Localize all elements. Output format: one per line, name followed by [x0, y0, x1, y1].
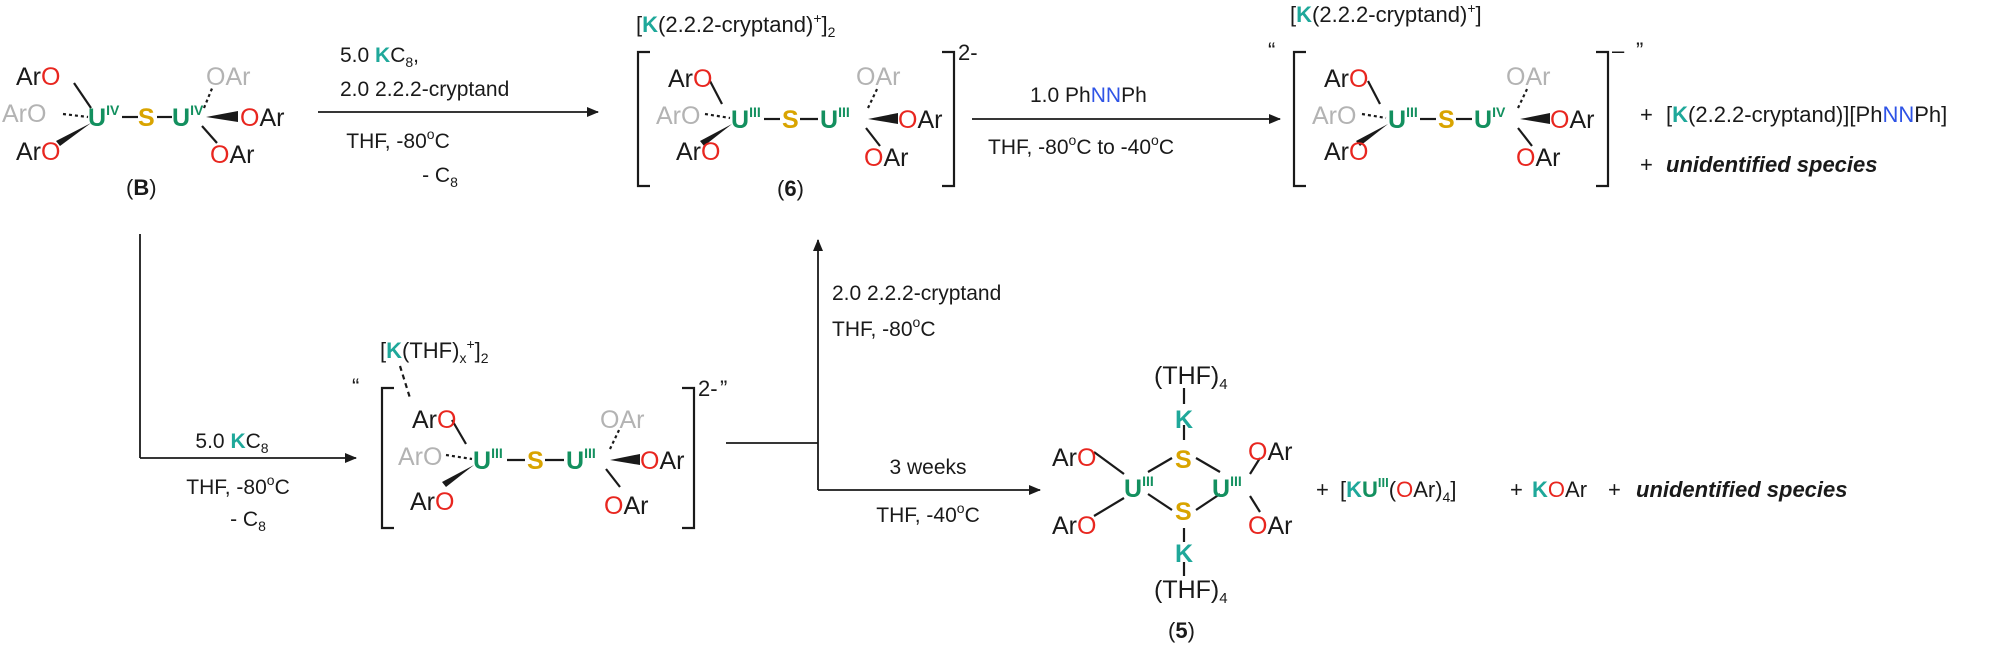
svg-text:(THF)4: (THF)4 — [1154, 362, 1228, 393]
svg-text:unidentified species: unidentified species — [1666, 152, 1878, 177]
svg-text:K: K — [1175, 406, 1193, 434]
svg-text:2.0 2.2.2-cryptand: 2.0 2.2.2-cryptand — [340, 78, 509, 101]
svg-text:5.0 KC8: 5.0 KC8 — [195, 430, 268, 456]
svg-text:[K(2.2.2-cryptand)+]: [K(2.2.2-cryptand)+] — [1290, 0, 1482, 27]
compound-6: [K(2.2.2-cryptand)+]2 2- ArO ArO ArO UII… — [636, 10, 978, 201]
svg-text:”: ” — [1636, 38, 1643, 63]
compound-intermediate: [K(THF)x+]2 “ 2- ” ArO ArO ArO UIII S UI… — [352, 336, 727, 530]
svg-text:OAr: OAr — [240, 104, 284, 132]
svg-text:ArO: ArO — [676, 138, 720, 166]
svg-text:[KUIII(OAr)4]: [KUIII(OAr)4] — [1340, 475, 1456, 505]
svg-text:KOAr: KOAr — [1532, 477, 1587, 502]
svg-text:OAr: OAr — [856, 63, 900, 91]
svg-text:[K(THF)x+]2: [K(THF)x+]2 — [380, 336, 489, 366]
svg-text:“: “ — [1268, 38, 1275, 63]
svg-text:THF, -40oC: THF, -40oC — [876, 500, 979, 527]
svg-text:3 weeks: 3 weeks — [889, 456, 966, 479]
svg-text:+: + — [1640, 102, 1653, 127]
svg-text:ArO: ArO — [1312, 102, 1356, 130]
svg-text:S: S — [1175, 498, 1192, 526]
svg-text:S: S — [782, 106, 799, 134]
top-byproducts: + [K(2.2.2-cryptand)][PhNNPh] + unidenti… — [1640, 102, 1947, 177]
svg-text:UIII: UIII — [731, 104, 761, 134]
compound-B: ArO ArO ArO UIV S UIV OAr OAr OAr (B) — [2, 63, 284, 200]
svg-text:2-: 2- — [698, 376, 718, 401]
svg-text:ArO: ArO — [410, 488, 454, 516]
svg-text:”: ” — [720, 376, 727, 401]
svg-text:[K(2.2.2-cryptand)+]2: [K(2.2.2-cryptand)+]2 — [636, 10, 836, 40]
svg-text:ArO: ArO — [1324, 138, 1368, 166]
svg-text:+: + — [1608, 477, 1621, 502]
svg-text:S: S — [138, 104, 155, 132]
svg-text:ArO: ArO — [2, 100, 46, 128]
svg-text:OAr: OAr — [898, 106, 942, 134]
svg-text:ArO: ArO — [1052, 444, 1096, 472]
svg-text:UIV: UIV — [172, 102, 204, 132]
svg-text:OAr: OAr — [1550, 106, 1594, 134]
svg-text:UIII: UIII — [1212, 473, 1242, 503]
svg-text:THF, -80oC to -40oC: THF, -80oC to -40oC — [988, 132, 1174, 159]
svg-text:UIV: UIV — [88, 102, 120, 132]
svg-text:+: + — [1316, 477, 1329, 502]
svg-text:OAr: OAr — [864, 144, 908, 172]
svg-text:“: “ — [352, 374, 359, 399]
svg-text:THF, -80oC: THF, -80oC — [186, 472, 289, 499]
svg-text:[K(2.2.2-cryptand)][PhNNPh]: [K(2.2.2-cryptand)][PhNNPh] — [1666, 102, 1947, 127]
svg-text:UIV: UIV — [1474, 104, 1506, 134]
svg-text:ArO: ArO — [668, 65, 712, 93]
svg-text:unidentified species: unidentified species — [1636, 477, 1848, 502]
svg-text:ArO: ArO — [398, 443, 442, 471]
svg-text:ArO: ArO — [1324, 65, 1368, 93]
svg-text:UIII: UIII — [566, 445, 596, 475]
svg-text:- C8: - C8 — [230, 508, 266, 534]
svg-text:ArO: ArO — [16, 63, 60, 91]
svg-text:1.0 PhNNPh: 1.0 PhNNPh — [1030, 84, 1147, 107]
svg-text:OAr: OAr — [210, 141, 254, 169]
compound-5: (THF)4 K S ArO ArO UIII UIII OAr OAr S K… — [1052, 362, 1292, 643]
svg-text:OAr: OAr — [640, 447, 684, 475]
conditions-step1: 5.0 KC8, 2.0 2.2.2-cryptand THF, -80oC -… — [340, 44, 509, 190]
svg-text:S: S — [1175, 446, 1192, 474]
svg-text:- C8: - C8 — [422, 164, 458, 190]
compound-mixed-valence: [K(2.2.2-cryptand)+] “ – ” ArO ArO ArO U… — [1268, 0, 1643, 188]
svg-text:THF, -80oC: THF, -80oC — [832, 314, 935, 341]
svg-text:2-: 2- — [958, 40, 978, 65]
svg-text:OAr: OAr — [1506, 63, 1550, 91]
svg-text:S: S — [527, 447, 544, 475]
svg-text:K: K — [1175, 540, 1193, 568]
svg-text:OAr: OAr — [206, 63, 250, 91]
svg-text:+: + — [1640, 152, 1653, 177]
svg-text:(6): (6) — [777, 176, 804, 201]
svg-text:–: – — [1612, 38, 1625, 63]
svg-text:UIII: UIII — [1388, 104, 1418, 134]
svg-text:OAr: OAr — [604, 492, 648, 520]
conditions-step3: 5.0 KC8 THF, -80oC - C8 — [186, 430, 289, 534]
svg-text:OAr: OAr — [600, 406, 644, 434]
svg-text:UIII: UIII — [820, 104, 850, 134]
svg-text:OAr: OAr — [1248, 512, 1292, 540]
svg-text:ArO: ArO — [1052, 512, 1096, 540]
svg-text:OAr: OAr — [1248, 438, 1292, 466]
svg-text:(B): (B) — [126, 175, 157, 200]
conditions-step2: 1.0 PhNNPh THF, -80oC to -40oC — [988, 84, 1174, 159]
svg-text:+: + — [1510, 477, 1523, 502]
svg-text:ArO: ArO — [412, 406, 456, 434]
svg-text:UIII: UIII — [1124, 473, 1154, 503]
svg-text:2.0 2.2.2-cryptand: 2.0 2.2.2-cryptand — [832, 282, 1001, 305]
svg-text:S: S — [1438, 106, 1455, 134]
bottom-byproducts: + [KUIII(OAr)4] + KOAr + unidentified sp… — [1316, 475, 1848, 505]
svg-text:ArO: ArO — [16, 138, 60, 166]
svg-text:THF, -80oC: THF, -80oC — [346, 126, 449, 153]
conditions-step4: 2.0 2.2.2-cryptand THF, -80oC — [832, 282, 1001, 341]
conditions-step5: 3 weeks THF, -40oC — [876, 456, 979, 527]
svg-text:ArO: ArO — [656, 102, 700, 130]
svg-text:OAr: OAr — [1516, 144, 1560, 172]
svg-text:UIII: UIII — [473, 445, 503, 475]
svg-text:(5): (5) — [1168, 618, 1195, 643]
svg-text:(THF)4: (THF)4 — [1154, 576, 1228, 607]
svg-text:5.0 KC8,: 5.0 KC8, — [340, 44, 419, 70]
